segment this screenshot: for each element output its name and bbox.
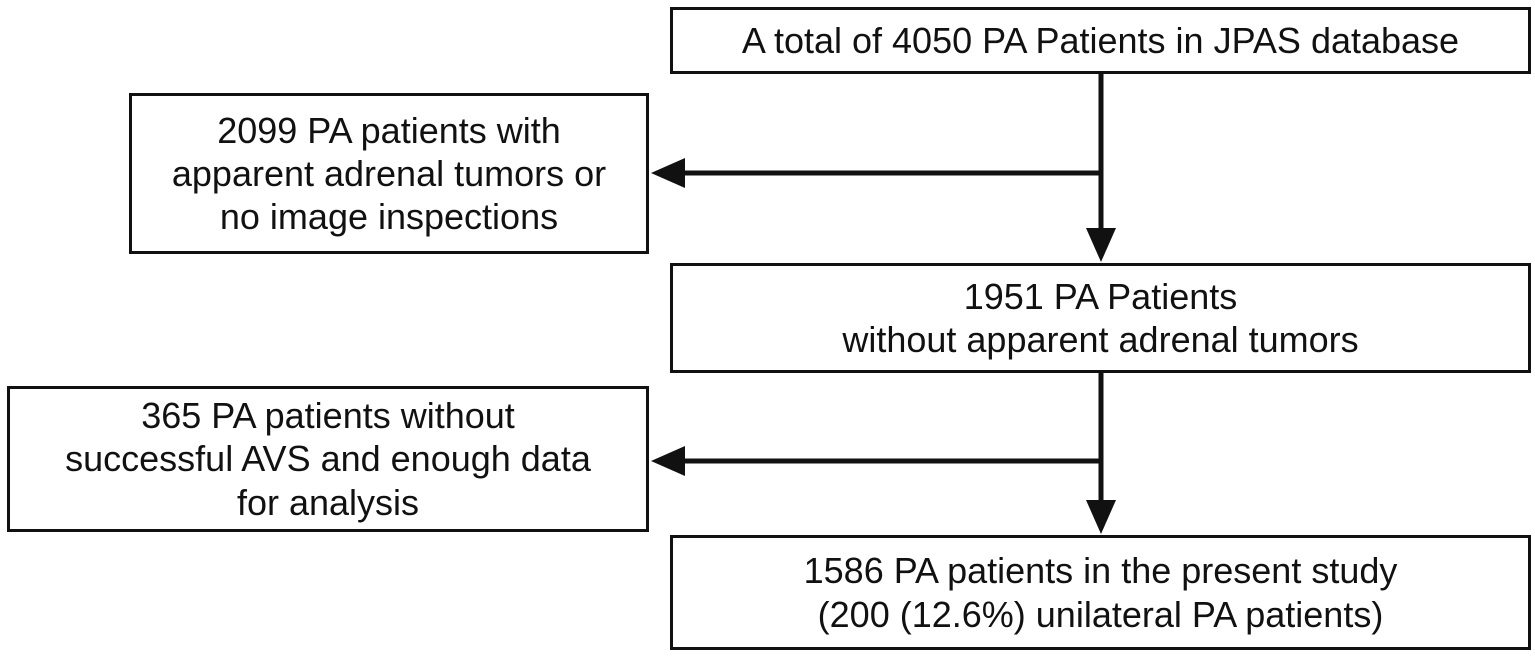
box-total-patients: A total of 4050 PA Patients in JPAS data… bbox=[670, 7, 1531, 74]
box-final-study-population: 1586 PA patients in the present study (2… bbox=[670, 535, 1531, 650]
arrow-down-to-mid-box bbox=[1086, 228, 1116, 262]
box-mid-text-line-1: 1951 PA Patients bbox=[963, 275, 1238, 317]
arrow-left-to-exclusion-1 bbox=[651, 158, 685, 188]
box-final-text-line-2: (200 (12.6%) unilateral PA patients) bbox=[817, 593, 1384, 635]
box-mid-text-line-2: without apparent adrenal tumors bbox=[842, 319, 1359, 360]
box-exclusion-2-text-line-3: for analysis bbox=[236, 481, 420, 523]
box-exclusion-1-text-line-3: no image inspections bbox=[219, 196, 559, 238]
arrow-down-to-final-box bbox=[1086, 500, 1116, 534]
box-patients-without-tumors: 1951 PA Patients without apparent adrena… bbox=[670, 263, 1531, 373]
box-exclusion-2-text-line-1: 365 PA patients without bbox=[141, 395, 515, 437]
box-exclusion-adrenal-tumors: 2099 PA patients with apparent adrenal t… bbox=[129, 93, 649, 254]
box-final-text-line-1: 1586 PA patients in the present study bbox=[803, 550, 1398, 592]
box-exclusion-avs: 365 PA patients without successful AVS a… bbox=[7, 386, 649, 532]
box-exclusion-2-text-line-2: successful AVS and enough data bbox=[65, 438, 591, 480]
box-exclusion-1-text-line-2: apparent adrenal tumors or bbox=[171, 152, 607, 194]
arrow-left-to-exclusion-2 bbox=[651, 446, 685, 476]
box-exclusion-1-text-line-1: 2099 PA patients with bbox=[217, 109, 561, 151]
box-total-text-line-1: A total of 4050 PA Patients in JPAS data… bbox=[741, 19, 1460, 61]
